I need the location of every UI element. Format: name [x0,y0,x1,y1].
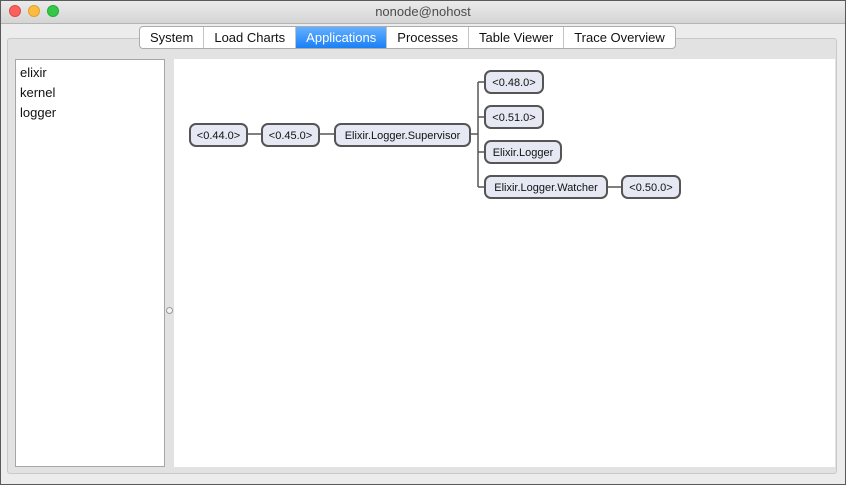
tab-table-viewer[interactable]: Table Viewer [469,27,565,48]
svg-text:<0.48.0>: <0.48.0> [492,77,535,89]
tab-applications[interactable]: Applications [296,27,388,48]
supervision-tree-canvas[interactable]: <0.44.0> <0.45.0> Elixir.Logger.Supervis… [174,59,835,467]
application-item-logger[interactable]: logger [20,105,57,120]
svg-text:Elixir.Logger: Elixir.Logger [493,147,554,159]
svg-text:<0.45.0>: <0.45.0> [269,130,312,142]
tree-node-p51[interactable]: <0.51.0> [484,105,544,129]
svg-text:<0.51.0>: <0.51.0> [492,112,535,124]
application-list[interactable]: elixir kernel logger [15,59,165,467]
tab-bar: System Load Charts Applications Processe… [139,26,676,49]
supervision-tree: <0.44.0> <0.45.0> Elixir.Logger.Supervis… [189,70,681,199]
tab-system[interactable]: System [140,27,205,48]
tree-node-supervisor[interactable]: Elixir.Logger.Supervisor [334,123,471,147]
window-title: nonode@nohost [375,4,471,19]
tree-node-p45[interactable]: <0.45.0> [261,123,320,147]
minimize-window-button[interactable] [28,5,40,17]
tree-node-watcher[interactable]: Elixir.Logger.Watcher [484,175,608,199]
tab-trace-overview[interactable]: Trace Overview [574,30,665,45]
tab-load-charts[interactable]: Load Charts [204,27,297,48]
svg-text:Elixir.Logger.Watcher: Elixir.Logger.Watcher [494,182,598,194]
svg-text:<0.50.0>: <0.50.0> [629,182,672,194]
close-window-button[interactable] [9,5,21,17]
svg-text:Elixir.Logger.Supervisor: Elixir.Logger.Supervisor [345,130,461,142]
svg-text:<0.44.0>: <0.44.0> [197,130,240,142]
tree-node-p44[interactable]: <0.44.0> [189,123,248,147]
tree-node-p48[interactable]: <0.48.0> [484,70,544,94]
splitter-handle[interactable] [166,307,173,315]
zoom-window-button[interactable] [47,5,59,17]
title-bar[interactable]: nonode@nohost [1,1,845,24]
splitter-grip-icon [166,307,173,314]
tree-edges [247,81,622,188]
tab-processes[interactable]: Processes [387,27,469,48]
tree-node-p50[interactable]: <0.50.0> [621,175,681,199]
tree-node-logger[interactable]: Elixir.Logger [484,140,562,164]
application-item-kernel[interactable]: kernel [20,85,56,100]
application-item-elixir[interactable]: elixir [20,65,47,80]
